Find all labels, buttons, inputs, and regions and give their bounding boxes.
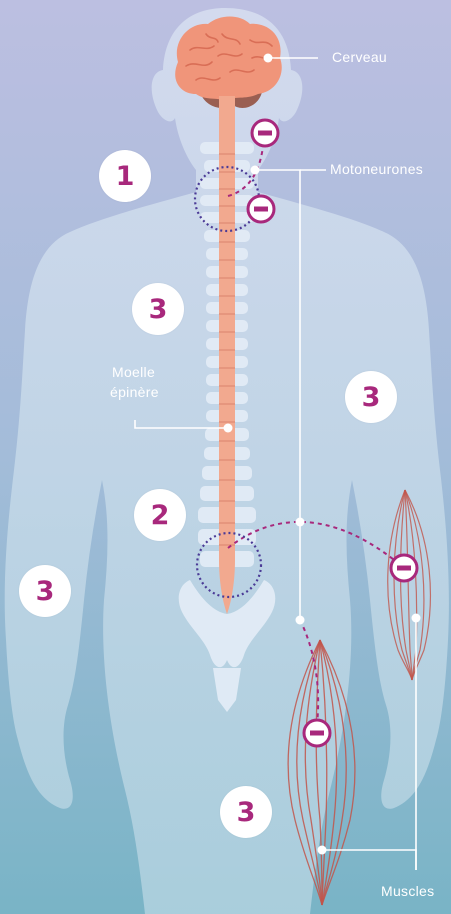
brain-label: Cerveau (332, 49, 387, 65)
step-badge: 3 (132, 283, 184, 335)
spinal-cord (219, 100, 235, 614)
inhibition-minus-icon (391, 555, 417, 581)
inhibition-minus-icon (252, 120, 278, 146)
step-badge: 2 (134, 489, 186, 541)
spinal-cord-label-line1: Moelle (112, 364, 155, 380)
brain-stem (219, 96, 235, 112)
muscles-label: Muscles (381, 883, 434, 899)
step-badge: 3 (19, 565, 71, 617)
inhibition-minus-icon (248, 196, 274, 222)
step-badge: 3 (345, 371, 397, 423)
spinal-cord-label-line2: épinère (110, 384, 159, 400)
inhibition-minus-icon (304, 720, 330, 746)
step-badge: 3 (220, 786, 272, 838)
motoneurons-label: Motoneurones (330, 161, 423, 177)
step-badge: 1 (99, 150, 151, 202)
